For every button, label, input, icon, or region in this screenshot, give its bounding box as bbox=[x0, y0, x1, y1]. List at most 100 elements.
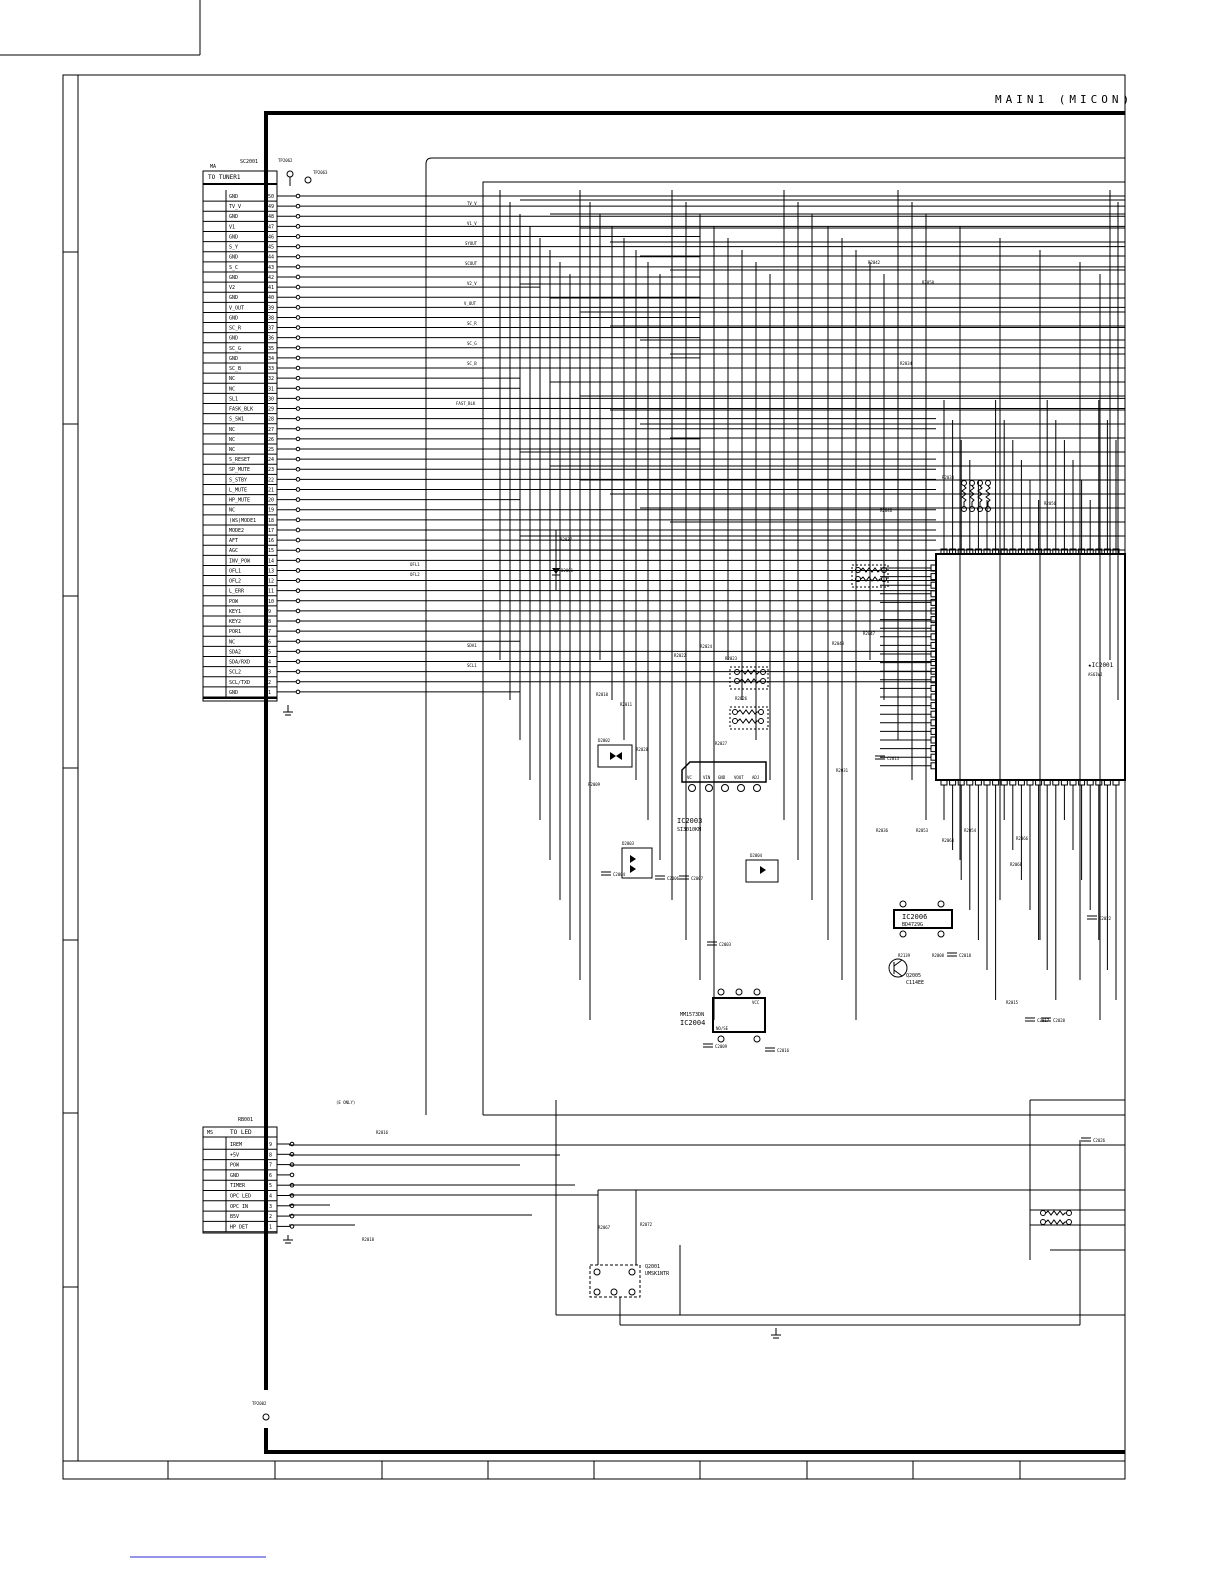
ms-pin-number: 2 bbox=[269, 1214, 272, 1220]
ma-pin-number: 37 bbox=[268, 326, 274, 332]
resistor-array-pin bbox=[985, 506, 991, 512]
ma-pin-number: 48 bbox=[268, 214, 274, 220]
drawing-border bbox=[62, 74, 1126, 1480]
ic2006-part: BD4729G bbox=[902, 922, 923, 928]
ma-pin-number: 28 bbox=[268, 417, 274, 423]
capacitor-label: C2026 bbox=[1093, 1138, 1106, 1143]
ma-pin-name: SDA/RXD bbox=[229, 660, 250, 666]
resistor-label: R2036 bbox=[876, 828, 889, 833]
resistor-array-pin bbox=[1066, 1219, 1072, 1225]
ma-net-node bbox=[295, 254, 301, 260]
diode-d2003: D2003 bbox=[621, 841, 653, 879]
ma-pin-name: SCL2 bbox=[229, 670, 241, 676]
svg-text:D2001: D2001 bbox=[561, 568, 574, 573]
ma-pin-name: GND bbox=[229, 690, 238, 696]
ic2003-regulator: VC VIN GND VOUT ADJ IC2003 SI3010KM bbox=[677, 761, 767, 833]
ic2006-label: IC2006 bbox=[902, 913, 927, 921]
capacitor-label: C2016 bbox=[777, 1048, 790, 1053]
resistor-label: R2033 bbox=[942, 475, 955, 480]
bottom-ruler-ticks bbox=[167, 1461, 1021, 1479]
ma-net-node bbox=[295, 568, 301, 573]
test-point-tp2062: TP2062 bbox=[278, 158, 294, 186]
ma-pin-name: GND bbox=[229, 234, 238, 240]
ma-net-node bbox=[295, 284, 301, 290]
ms-net-node bbox=[289, 1172, 295, 1178]
unit-title: MAIN1 (MICON) bbox=[995, 93, 1133, 106]
ma-pin-number: 39 bbox=[268, 305, 274, 311]
ms-pin-name: TIMER bbox=[230, 1183, 246, 1189]
ma-pin-number: 6 bbox=[268, 639, 271, 645]
ma-pin-name: S_C bbox=[229, 265, 238, 271]
resistor-label: R2068 bbox=[1010, 862, 1023, 867]
ma-net-node bbox=[295, 365, 301, 371]
ms-pin-name: HP DET bbox=[230, 1224, 248, 1230]
svg-text:C114EE: C114EE bbox=[906, 980, 924, 986]
ma-pin-name: V2 bbox=[229, 285, 235, 291]
resistor-array-pin bbox=[760, 678, 766, 684]
resistor-label: R2011 bbox=[620, 702, 633, 707]
ma-pin-number: 25 bbox=[268, 447, 274, 453]
ma-pin-number: 13 bbox=[268, 568, 274, 574]
resistor-label: R2058 bbox=[922, 280, 935, 285]
ma-pin-number: 42 bbox=[268, 275, 274, 281]
svg-text:SYOUT: SYOUT bbox=[465, 241, 478, 246]
ma-net-node bbox=[295, 558, 301, 563]
ma-net-node bbox=[295, 385, 301, 391]
ma-pin-name: HP_MUTE bbox=[229, 498, 250, 504]
ma-pin-number: 40 bbox=[268, 295, 274, 301]
resistor-label: R2046 bbox=[880, 508, 893, 513]
ma-net-node bbox=[295, 507, 301, 513]
ma-net-node bbox=[295, 406, 301, 411]
ma-net-node bbox=[295, 679, 301, 685]
ma-pin-number: 7 bbox=[268, 629, 271, 635]
resistor-array-pin bbox=[969, 480, 975, 486]
svg-text:SDA1: SDA1 bbox=[467, 643, 477, 648]
resistor-array-pin bbox=[855, 576, 861, 582]
ma-pin-name: NC bbox=[229, 386, 235, 392]
ma-pin-number: 47 bbox=[268, 224, 274, 230]
ms-pin-number: 5 bbox=[269, 1183, 272, 1189]
ma-pin-name: S_RESET bbox=[229, 457, 250, 463]
ma-pin-number: 43 bbox=[268, 265, 274, 271]
connector-ma-title: TO TUNER1 bbox=[208, 174, 241, 181]
svg-text:D2003: D2003 bbox=[622, 841, 635, 846]
ma-pin-name: SC_G bbox=[229, 346, 241, 352]
ic2006: IC2006 BD4729G bbox=[893, 900, 953, 938]
svg-text:TP2063: TP2063 bbox=[313, 170, 328, 175]
ma-pin-number: 18 bbox=[268, 518, 274, 524]
ma-pin-name: NC bbox=[229, 508, 235, 514]
ma-pin-name: SC_B bbox=[229, 366, 241, 372]
resistor-label: R2028 bbox=[636, 747, 649, 752]
svg-text:D2002: D2002 bbox=[598, 738, 611, 743]
diode-d2002: D2002 bbox=[597, 738, 633, 768]
connector-ma-part: SC2001 bbox=[240, 159, 258, 165]
test-point-tp2002: TP2002 bbox=[252, 1401, 270, 1421]
ma-pin-number: 12 bbox=[268, 579, 274, 585]
ma-net-node bbox=[295, 396, 301, 401]
ma-pin-number: 10 bbox=[268, 599, 274, 605]
bottom-wiring bbox=[289, 1099, 1125, 1326]
ma-pin-name: GND bbox=[229, 194, 238, 200]
resistor-array-pin bbox=[969, 506, 975, 512]
ma-net-node bbox=[295, 305, 301, 310]
ma-pin-number: 31 bbox=[268, 386, 274, 392]
ma-net-node bbox=[295, 537, 301, 543]
svg-text:FAST_BLK: FAST_BLK bbox=[456, 401, 476, 406]
resistor-array-pin bbox=[881, 567, 887, 573]
transistor-q2005: Q2005 C114EE bbox=[888, 958, 924, 986]
resistor-label: R2009 bbox=[588, 782, 601, 787]
ms-net-node bbox=[289, 1203, 295, 1209]
resistor-label: R2010 bbox=[596, 692, 609, 697]
ma-net-node bbox=[295, 224, 301, 229]
ma-pin-number: 35 bbox=[268, 346, 274, 352]
ma-net-node bbox=[295, 487, 301, 492]
ma-pin-number: 2 bbox=[268, 680, 271, 686]
ma-pin-name: S_STBY bbox=[229, 477, 247, 483]
ms-pin-name: +5V bbox=[230, 1152, 239, 1158]
ma-pin-name: NC bbox=[229, 427, 235, 433]
resistor-label: R2053 bbox=[916, 828, 929, 833]
ma-net-node bbox=[295, 689, 301, 695]
ma-pin-number: 17 bbox=[268, 528, 274, 534]
